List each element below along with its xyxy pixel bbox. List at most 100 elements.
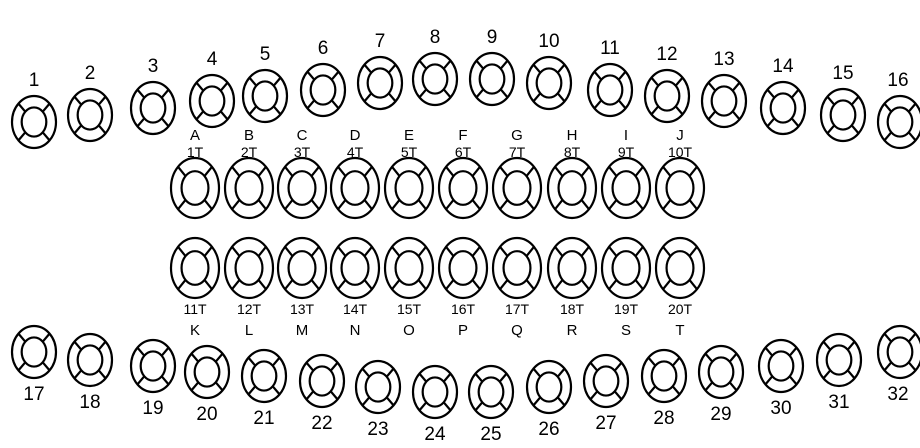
tooth-22	[300, 355, 344, 407]
tooth-19	[131, 340, 175, 392]
tooth-code-14T: 14T	[343, 301, 368, 317]
tooth-code-11T: 11T	[183, 301, 207, 317]
tooth-24	[413, 366, 457, 418]
primary-letter-E: E	[404, 127, 414, 144]
tooth-number-23: 23	[367, 419, 388, 440]
tooth-number-31: 31	[828, 392, 849, 413]
primary-letter-G: G	[511, 127, 523, 144]
tooth-18T	[548, 238, 596, 298]
tooth-code-5T: 5T	[401, 144, 418, 160]
tooth-code-4T: 4T	[347, 144, 364, 160]
tooth-9T	[602, 158, 650, 218]
primary-letter-S: S	[621, 322, 631, 339]
tooth-number-11: 11	[600, 38, 620, 59]
tooth-32	[878, 326, 920, 378]
primary-letter-K: K	[190, 322, 200, 339]
tooth-code-3T: 3T	[294, 144, 311, 160]
tooth-10	[527, 57, 571, 109]
tooth-code-6T: 6T	[455, 144, 472, 160]
tooth-7	[358, 57, 402, 109]
tooth-2	[68, 89, 112, 141]
tooth-code-18T: 18T	[560, 301, 585, 317]
tooth-number-26: 26	[538, 419, 559, 440]
tooth-11	[588, 64, 632, 116]
primary-letter-D: D	[350, 127, 361, 144]
tooth-number-7: 7	[375, 31, 386, 52]
tooth-10T	[656, 158, 704, 218]
tooth-number-21: 21	[253, 408, 274, 429]
tooth-number-22: 22	[311, 413, 332, 434]
tooth-code-20T: 20T	[668, 301, 693, 317]
tooth-number-10: 10	[538, 31, 559, 52]
tooth-number-28: 28	[653, 408, 674, 429]
tooth-3	[131, 82, 175, 134]
tooth-5	[243, 70, 287, 122]
tooth-20T	[656, 238, 704, 298]
tooth-12T	[225, 238, 273, 298]
tooth-number-15: 15	[832, 63, 853, 84]
primary-letter-T: T	[675, 322, 684, 339]
tooth-27	[584, 355, 628, 407]
tooth-code-9T: 9T	[618, 144, 635, 160]
tooth-code-16T: 16T	[451, 301, 476, 317]
primary-letter-L: L	[245, 322, 253, 339]
tooth-number-17: 17	[23, 384, 44, 405]
primary-letter-N: N	[350, 322, 361, 339]
tooth-number-18: 18	[79, 392, 100, 413]
tooth-8	[413, 53, 457, 105]
tooth-number-27: 27	[595, 413, 616, 434]
tooth-number-9: 9	[487, 27, 498, 48]
tooth-number-13: 13	[713, 49, 734, 70]
tooth-code-1T: 1T	[187, 144, 204, 160]
tooth-28	[642, 350, 686, 402]
tooth-number-12: 12	[656, 44, 677, 65]
tooth-11T	[171, 238, 219, 298]
tooth-9	[470, 53, 514, 105]
tooth-code-13T: 13T	[290, 301, 315, 317]
primary-letter-H: H	[567, 127, 578, 144]
primary-letter-I: I	[624, 127, 628, 144]
tooth-number-30: 30	[770, 398, 791, 419]
tooth-4T	[331, 158, 379, 218]
tooth-20	[185, 346, 229, 398]
tooth-26	[527, 361, 571, 413]
tooth-15	[821, 89, 865, 141]
tooth-16T	[439, 238, 487, 298]
primary-letter-P: P	[458, 322, 468, 339]
tooth-21	[242, 350, 286, 402]
tooth-13	[702, 75, 746, 127]
tooth-31	[817, 334, 861, 386]
tooth-number-4: 4	[207, 49, 218, 70]
tooth-2T	[225, 158, 273, 218]
tooth-code-10T: 10T	[668, 144, 693, 160]
tooth-7T	[493, 158, 541, 218]
tooth-8T	[548, 158, 596, 218]
tooth-code-2T: 2T	[241, 144, 258, 160]
tooth-number-32: 32	[887, 384, 908, 405]
tooth-number-1: 1	[29, 70, 40, 91]
primary-letter-C: C	[297, 127, 308, 144]
primary-letter-J: J	[676, 127, 684, 144]
tooth-number-25: 25	[480, 424, 501, 445]
tooth-1	[12, 96, 56, 148]
tooth-19T	[602, 238, 650, 298]
tooth-30	[759, 340, 803, 392]
tooth-14	[761, 82, 805, 134]
tooth-number-6: 6	[318, 38, 329, 59]
tooth-14T	[331, 238, 379, 298]
tooth-5T	[385, 158, 433, 218]
tooth-code-8T: 8T	[564, 144, 581, 160]
tooth-number-29: 29	[710, 404, 731, 425]
tooth-number-24: 24	[424, 424, 446, 445]
tooth-16	[878, 96, 920, 148]
tooth-code-15T: 15T	[397, 301, 422, 317]
tooth-29	[699, 346, 743, 398]
tooth-code-12T: 12T	[237, 301, 262, 317]
tooth-code-17T: 17T	[505, 301, 530, 317]
primary-letter-M: M	[296, 322, 309, 339]
tooth-number-14: 14	[772, 56, 794, 77]
tooth-code-19T: 19T	[614, 301, 639, 317]
primary-letter-A: A	[190, 127, 200, 144]
tooth-25	[469, 366, 513, 418]
tooth-13T	[278, 238, 326, 298]
